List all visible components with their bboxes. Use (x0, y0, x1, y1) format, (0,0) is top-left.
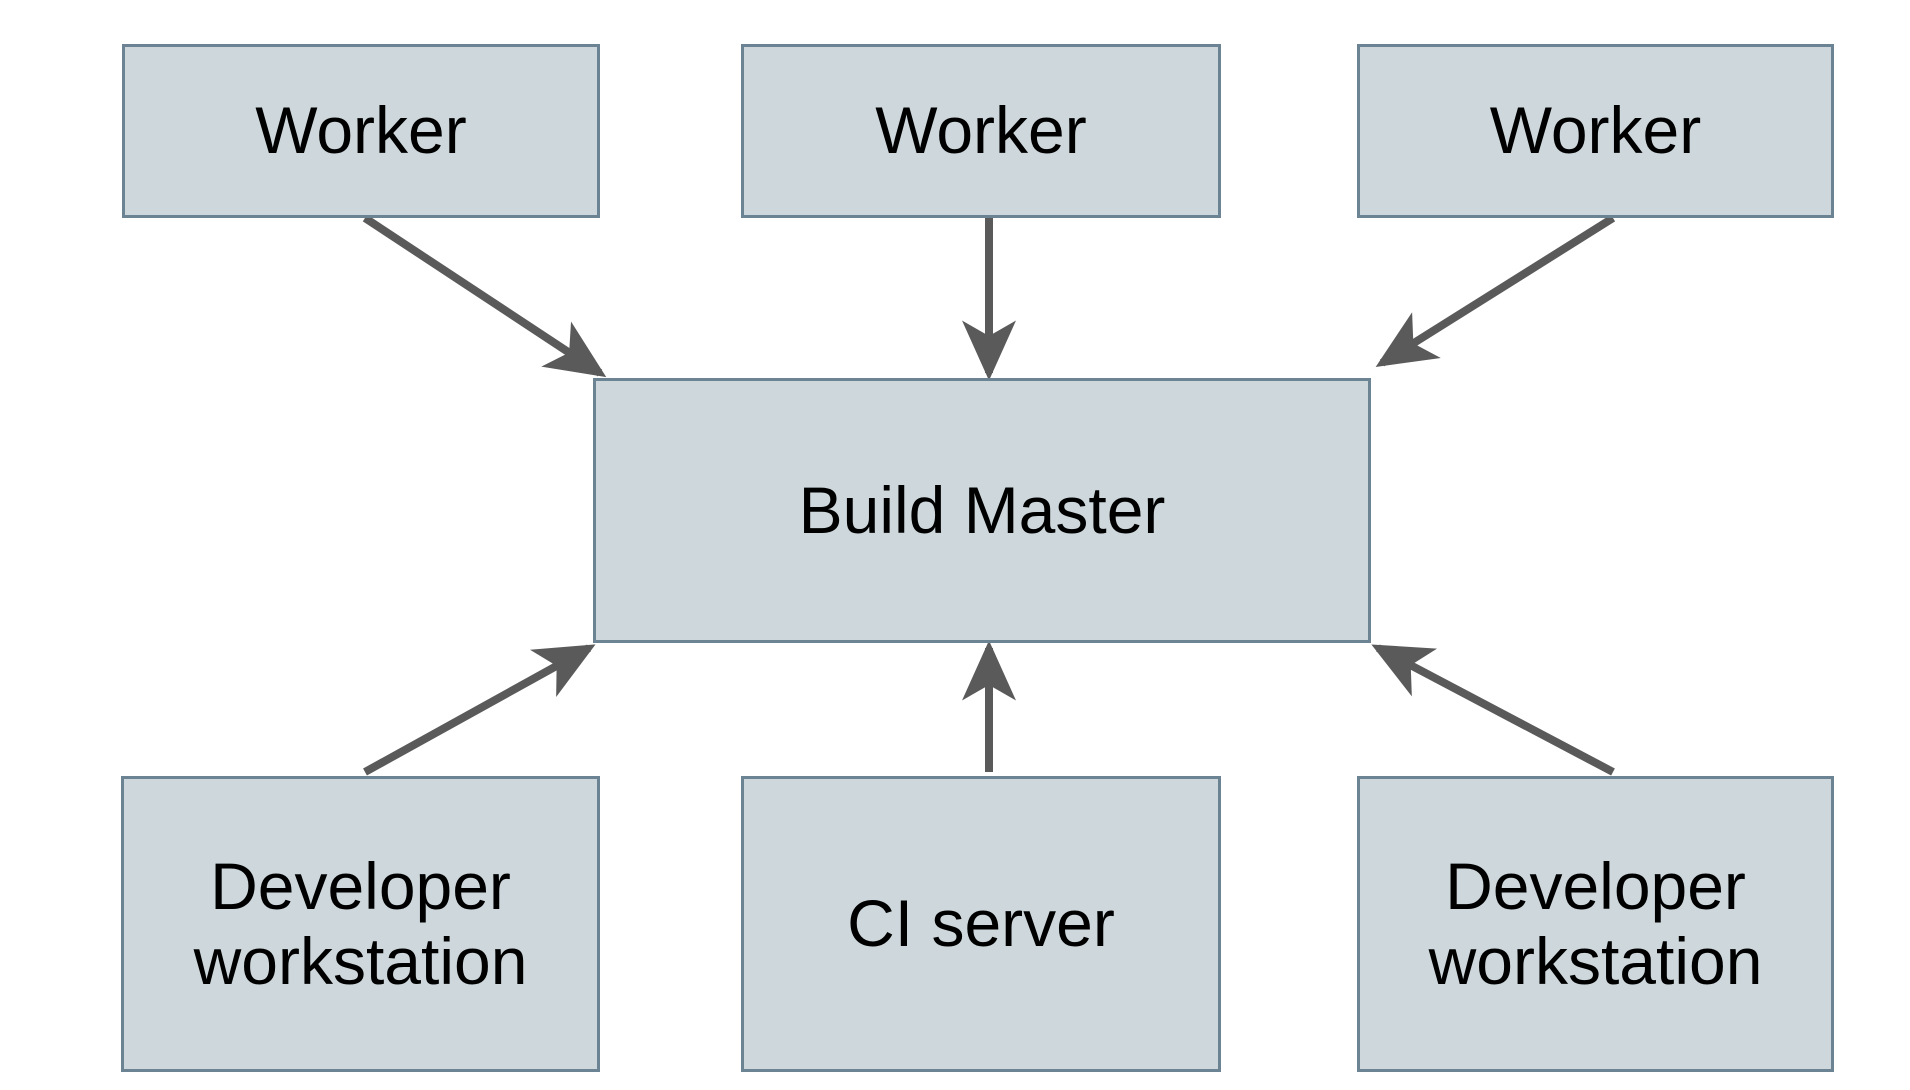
edge-dev-ws-2-to-build-master (1371, 644, 1615, 776)
node-worker-2-label: Worker (875, 93, 1087, 168)
edge-worker-3-to-build-master (1375, 214, 1616, 367)
edge-dev-ws-1-to-build-master (363, 644, 596, 776)
node-developer-workstation-2[interactable]: Developer workstation (1357, 776, 1834, 1072)
node-build-master-label: Build Master (798, 472, 1166, 547)
node-worker-3[interactable]: Worker (1357, 44, 1834, 218)
node-developer-workstation-1[interactable]: Developer workstation (121, 776, 600, 1072)
node-developer-workstation-1-label: Developer workstation (193, 848, 528, 998)
node-developer-workstation-2-label: Developer workstation (1428, 848, 1763, 998)
node-ci-server-label: CI server (847, 886, 1115, 961)
node-worker-1[interactable]: Worker (122, 44, 600, 218)
node-build-master[interactable]: Build Master (593, 378, 1371, 643)
node-worker-3-label: Worker (1489, 93, 1702, 168)
edge-worker-1-to-build-master (362, 214, 607, 378)
node-worker-2[interactable]: Worker (741, 44, 1221, 218)
node-worker-1-label: Worker (255, 93, 467, 168)
node-ci-server[interactable]: CI server (741, 776, 1221, 1072)
